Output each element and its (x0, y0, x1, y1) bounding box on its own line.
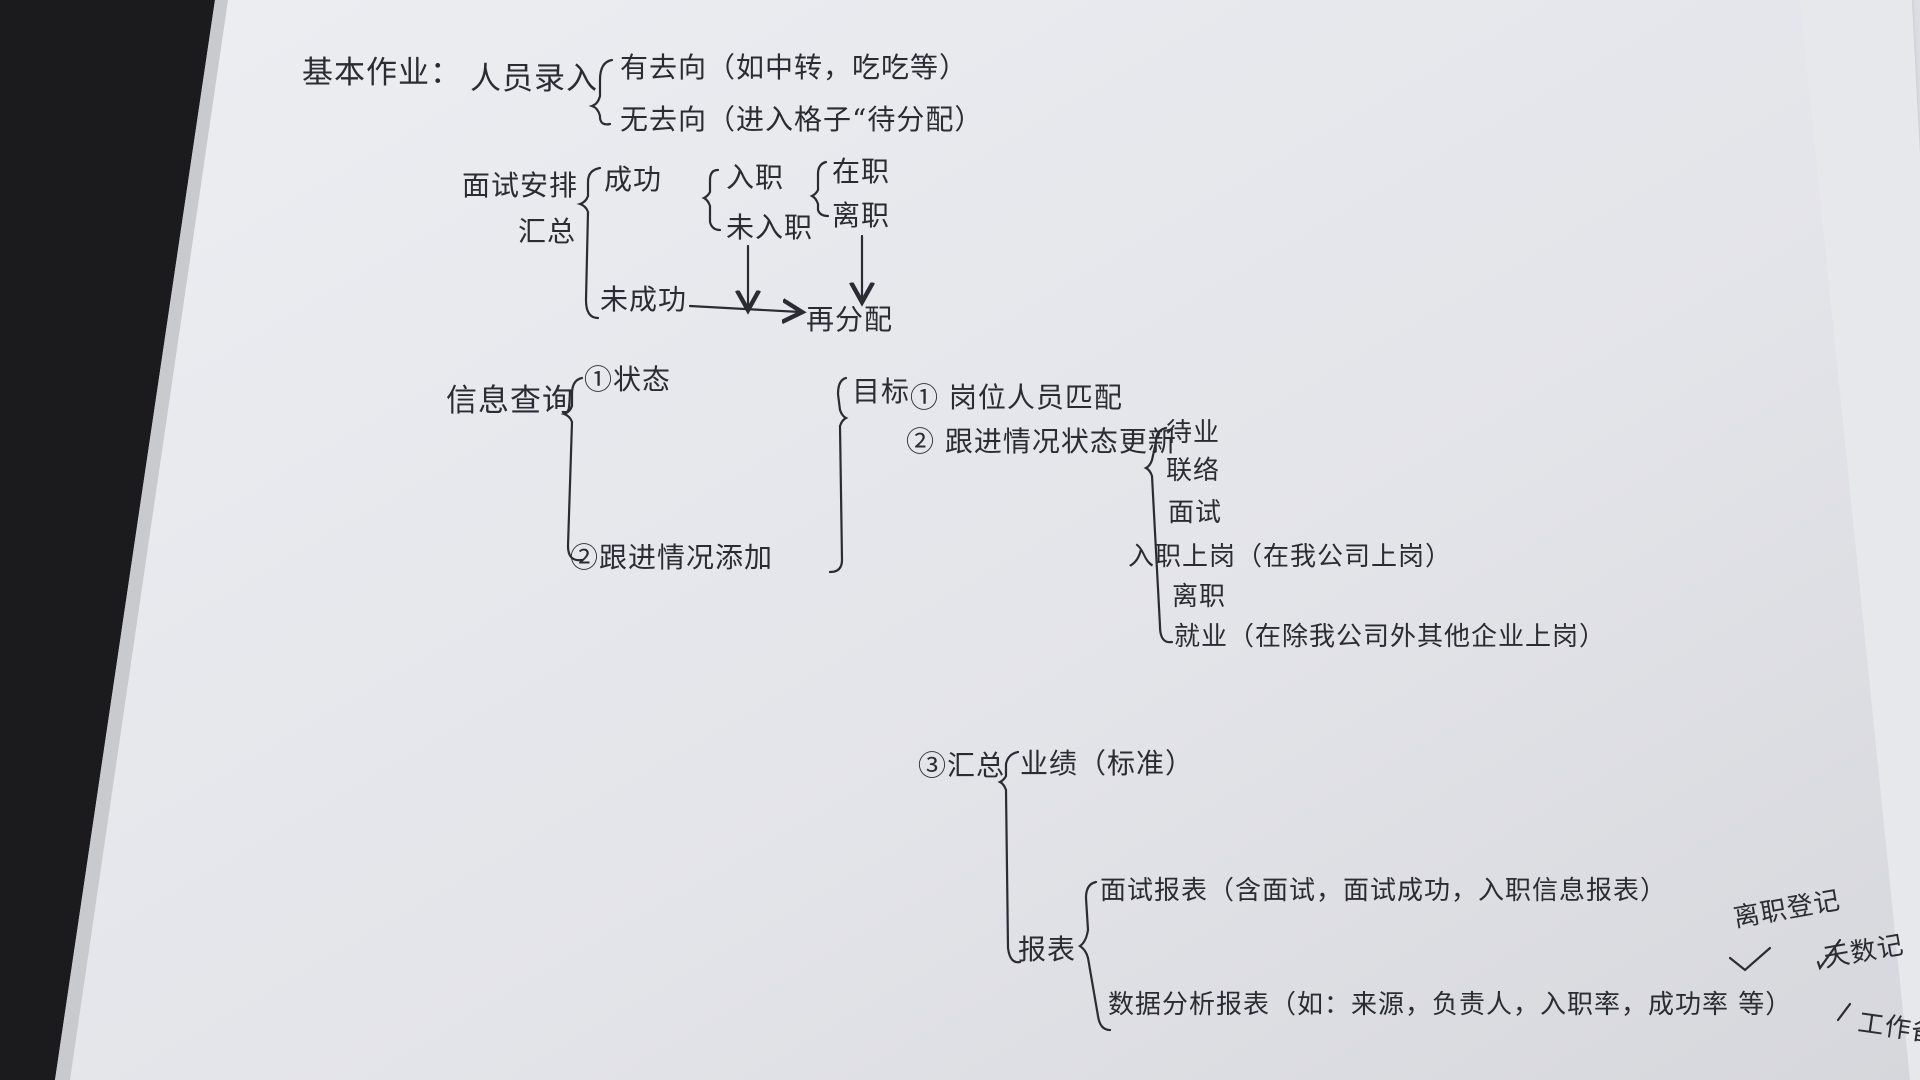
interview-left: 离职 (832, 199, 891, 232)
info-query-item2: ②跟进情况添加 (570, 541, 774, 574)
paper-surface (55, 0, 1910, 1080)
interview-not-onboard: 未入职 (726, 211, 814, 244)
status-2: 联络 (1166, 456, 1221, 486)
brace-onboard (701, 168, 722, 232)
info-query-title: 信息查询 (446, 383, 574, 419)
brace-summary (997, 750, 1022, 964)
status-1: 待业 (1166, 418, 1221, 448)
interview-reassign: 再分配 (806, 303, 894, 336)
info-query-item1: ①状态 (584, 363, 672, 396)
brace-goal (828, 376, 849, 574)
brace-employment (809, 160, 830, 218)
brace-info-query (560, 376, 584, 562)
interview-failure: 未成功 (600, 283, 688, 316)
brace-reports (1078, 880, 1112, 1032)
status-6: 就业（在除我公司外其他企业上岗） (1174, 622, 1607, 652)
status-4: 入职上岗（在我公司上岗） (1128, 542, 1453, 572)
summary-title: ③汇总 (918, 749, 1006, 782)
report-2: 数据分析报表（如：来源，负责人，入职率，成功率 等） (1108, 990, 1793, 1020)
summary-performance: 业绩（标准） (1020, 747, 1195, 780)
brace-interview (576, 166, 602, 320)
interview-employed: 在职 (832, 155, 891, 188)
goal-2: ② 跟进情况状态更新 (906, 425, 1177, 458)
basic-work-entry: 人员录入 (470, 61, 598, 97)
interview-title-line1: 面试安排 (462, 169, 579, 202)
goal-label: 目标 (852, 375, 911, 408)
ink-strokes (560, 58, 1852, 1032)
basic-work-label: 基本作业： (302, 55, 462, 91)
interview-onboard: 入职 (726, 161, 785, 194)
interview-success: 成功 (604, 163, 663, 196)
goal-1: ① 岗位人员匹配 (910, 381, 1123, 414)
brace-basic-work (588, 58, 614, 126)
check-mark-1 (1728, 946, 1772, 972)
arrow-failure (688, 306, 800, 312)
status-5: 离职 (1172, 582, 1227, 612)
basic-work-option-2: 无去向（进入格子“待分配） (620, 103, 984, 136)
paper-shadow-edge (55, 0, 228, 1080)
status-3: 面试 (1168, 498, 1223, 528)
check-mark-3 (1836, 1002, 1852, 1022)
interview-title-line2: 汇总 (518, 215, 577, 248)
report-1: 面试报表（含面试，面试成功，入职信息报表） (1100, 876, 1668, 906)
brace-statuses (1143, 426, 1174, 644)
summary-reports-label: 报表 (1018, 933, 1077, 966)
check-mark-2 (1816, 938, 1842, 971)
basic-work-option-1: 有去向（如中转，吃吃等） (620, 51, 969, 84)
